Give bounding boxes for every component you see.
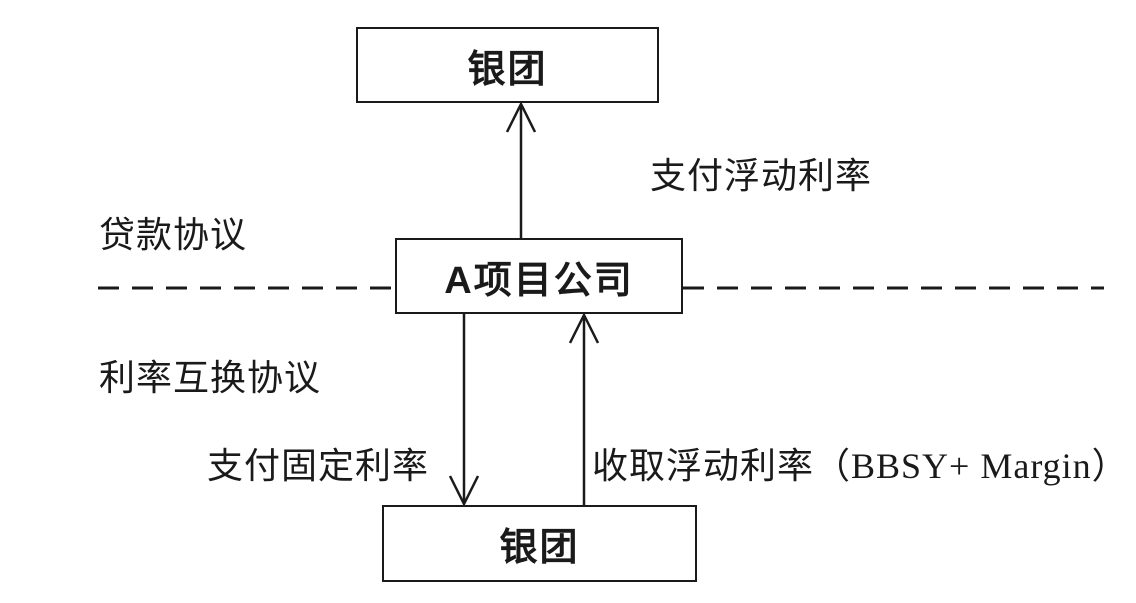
syndicate-top-box: 银团 [356,27,659,103]
project-company-box: A项目公司 [395,238,683,314]
receive-floating-rate-label: 收取浮动利率（BBSY+ Margin） [592,446,1129,486]
syndicate-bottom-label: 银团 [499,527,580,569]
pay-floating-rate-label: 支付浮动利率 [650,156,873,196]
syndicate-top-label: 银团 [467,48,548,91]
loan-agreement-label: 贷款协议 [99,215,248,255]
arrow-pay-floating [505,101,537,238]
arrow-pay-fixed [448,314,480,507]
syndicate-bottom-box: 银团 [382,505,697,582]
swap-agreement-label: 利率互换协议 [99,358,322,398]
pay-fixed-rate-label: 支付固定利率 [207,446,430,486]
arrow-receive-floating [568,312,600,505]
project-company-label: A项目公司 [444,259,634,302]
